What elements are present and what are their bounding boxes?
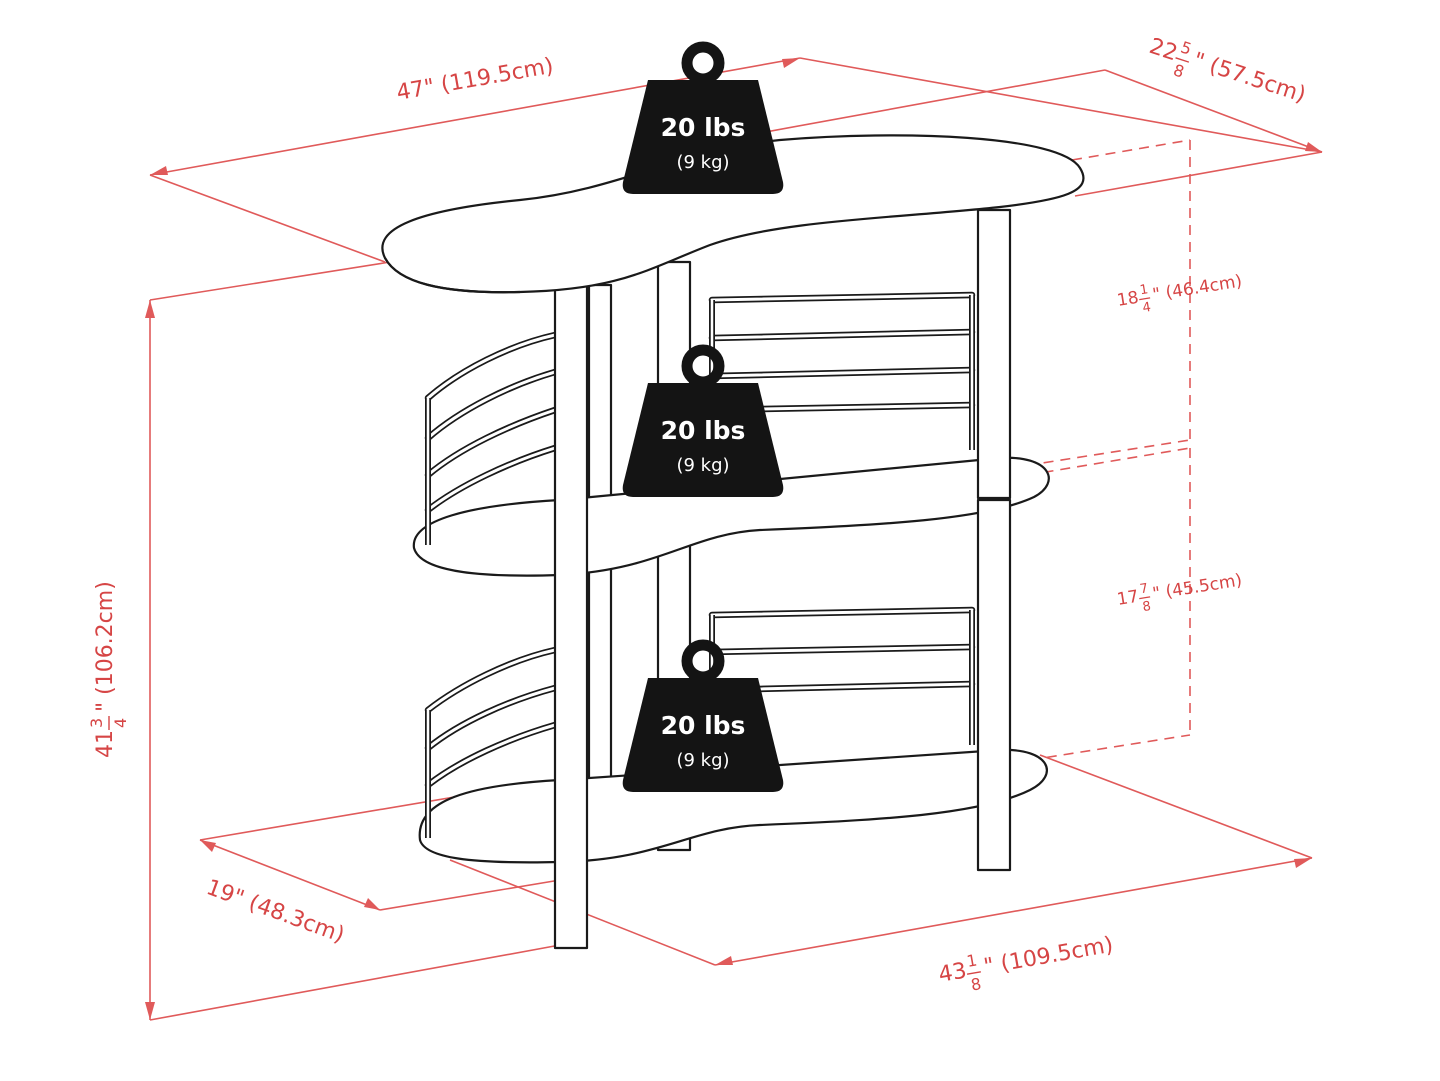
svg-text:43: 43 — [937, 958, 969, 987]
svg-text:4: 4 — [111, 718, 130, 728]
bar-table — [381, 134, 1085, 950]
depth-label: 22 5 8 " (57.5cm) — [1146, 34, 1309, 108]
base-width-label: 43 1 8 " (109.5cm) — [937, 933, 1115, 995]
weight-lbs: 20 lbs — [661, 416, 746, 445]
weight-lbs: 20 lbs — [661, 113, 746, 142]
width-label: 47" (119.5cm) — [395, 54, 556, 106]
weight-icon: 20 lbs (9 kg) — [622, 639, 784, 792]
svg-text:4: 4 — [1142, 300, 1153, 316]
base-depth-label: 19" (48.3cm) — [203, 875, 348, 948]
svg-text:" (106.2cm): " (106.2cm) — [93, 581, 118, 712]
svg-text:" (109.5cm): " (109.5cm) — [982, 933, 1115, 980]
svg-text:8: 8 — [969, 974, 982, 994]
svg-text:" (46.4cm): " (46.4cm) — [1151, 271, 1243, 305]
svg-text:1: 1 — [1139, 282, 1150, 298]
height-label: 41 3 4 " (106.2cm) — [87, 581, 130, 758]
upper-gap-label: 18 1 4 " (46.4cm) — [1116, 271, 1244, 316]
back-rail-lower — [708, 606, 976, 745]
lower-gap-label: 17 7 8 " (45.5cm) — [1116, 570, 1244, 615]
weight-kg: (9 kg) — [676, 152, 729, 173]
svg-text:8: 8 — [1142, 599, 1153, 615]
front-rail-upper — [424, 331, 559, 545]
svg-text:5: 5 — [1178, 37, 1194, 58]
svg-text:41: 41 — [93, 730, 118, 758]
front-rail-lower — [424, 646, 559, 838]
weight-kg: (9 kg) — [676, 750, 729, 771]
svg-text:17: 17 — [1116, 587, 1141, 610]
svg-text:3: 3 — [87, 718, 106, 728]
svg-text:7: 7 — [1139, 581, 1150, 597]
svg-text:" (57.5cm): " (57.5cm) — [1190, 48, 1309, 108]
svg-text:1: 1 — [965, 950, 978, 970]
weight-icon: 20 lbs (9 kg) — [622, 344, 784, 497]
weight-icon: 20 lbs (9 kg) — [622, 41, 784, 194]
svg-text:18: 18 — [1116, 288, 1141, 311]
weight-kg: (9 kg) — [676, 455, 729, 476]
svg-text:22: 22 — [1146, 34, 1180, 66]
svg-text:" (45.5cm): " (45.5cm) — [1151, 570, 1243, 604]
weight-lbs: 20 lbs — [661, 711, 746, 740]
